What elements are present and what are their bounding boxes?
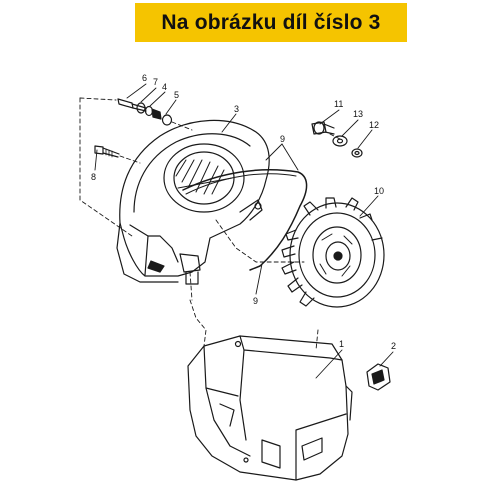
- callout-6: 6: [142, 73, 147, 83]
- callout-labels: 6 7 4 5 3 8 9 9 11 13 12 10 1 2: [91, 73, 396, 351]
- clip-part: [366, 363, 391, 391]
- fan-shroud: [116, 119, 270, 285]
- callout-4: 4: [162, 82, 167, 92]
- callout-7: 7: [153, 77, 158, 87]
- callout-2: 2: [391, 341, 396, 351]
- bolt-long: [94, 145, 120, 158]
- wire-hose: [182, 169, 308, 271]
- assembly-dashed-lines: [79, 97, 343, 351]
- callout-1: 1: [339, 339, 344, 349]
- flywheel-rotor: [281, 197, 385, 308]
- callout-13: 13: [353, 109, 363, 119]
- callout-9-top: 9: [280, 134, 285, 144]
- banner-text: Na obrázku díl číslo 3: [161, 10, 381, 34]
- bolt-assembly-top: [117, 98, 173, 126]
- callout-10: 10: [374, 186, 384, 196]
- leader-lines: [94, 83, 394, 379]
- lower-housing: [187, 335, 353, 481]
- callout-9-bottom: 9: [253, 296, 258, 306]
- bolt-assembly-right: [311, 121, 363, 158]
- title-banner: Na obrázku díl číslo 3: [135, 3, 407, 42]
- callout-3: 3: [234, 104, 239, 114]
- callout-11: 11: [334, 99, 343, 109]
- callout-12: 12: [369, 120, 379, 130]
- callout-8: 8: [91, 172, 96, 182]
- callout-5: 5: [174, 90, 179, 100]
